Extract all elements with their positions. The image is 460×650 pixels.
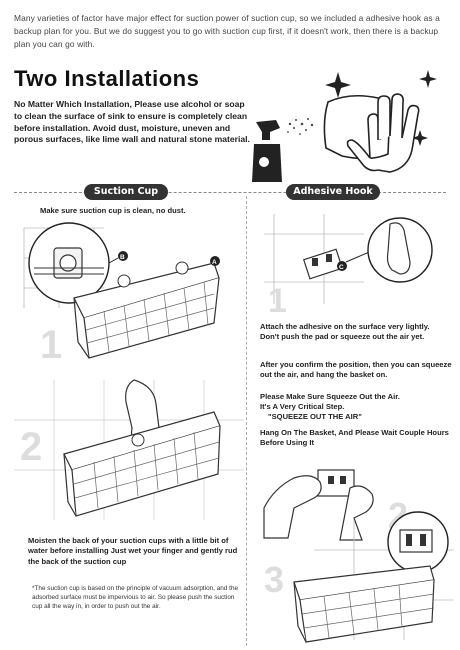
adhesive-step2-text: After you confirm the position, then you… bbox=[260, 360, 452, 380]
marker-a: A bbox=[212, 259, 217, 266]
intro-paragraph: Many varieties of factor have major effe… bbox=[14, 13, 440, 49]
marker-c-dot bbox=[337, 261, 347, 271]
sparkle-icon bbox=[412, 130, 428, 146]
adhesive-step3-illustration: 3 bbox=[264, 511, 454, 643]
adhesive-hook-label: Adhesive Hook bbox=[286, 184, 380, 200]
adhesive-step4-text: Hang On The Basket, And Please Wait Coup… bbox=[260, 428, 449, 448]
sparkle-icon bbox=[325, 72, 351, 98]
marker-c: C bbox=[339, 264, 344, 271]
suction-step-clean: Make sure suction cup is clean, no dust. bbox=[40, 206, 186, 215]
adhesive-step1-text: Attach the adhesive on the surface very … bbox=[260, 322, 430, 342]
cleaning-illustration bbox=[252, 70, 437, 182]
marker-a-dot bbox=[210, 256, 220, 266]
suction-cup-label: Suction Cup bbox=[84, 184, 168, 200]
step-number-2: 2 bbox=[20, 425, 42, 469]
suction-moisten-text: Moisten the back of your suction cups wi… bbox=[28, 536, 238, 566]
hand-icon bbox=[263, 475, 374, 541]
marker-b-dot bbox=[118, 251, 128, 261]
adhesive-step3-line3: "SQUEEZE OUT THE AIR" bbox=[268, 412, 362, 421]
marker-b: B bbox=[120, 254, 125, 261]
cleaning-note: No Matter Which Installation, Please use… bbox=[14, 99, 250, 145]
suction-step1-illustration: 1 B A bbox=[23, 222, 220, 367]
hand-icon bbox=[386, 222, 411, 275]
spray-bottle-icon bbox=[252, 120, 282, 182]
adhesive-step-number-1: 1 bbox=[268, 282, 287, 320]
step-number-1: 1 bbox=[40, 323, 62, 367]
adhesive-step-number-3: 3 bbox=[264, 559, 284, 600]
adhesive-step3-line1: Please Make Sure Squeeze Out the Air. bbox=[260, 392, 400, 401]
basket-icon bbox=[293, 565, 435, 643]
suction-footnote: *The suction cup is based on the princip… bbox=[32, 585, 239, 611]
vertical-divider bbox=[246, 196, 247, 646]
adhesive-step1-illustration: C 1 bbox=[264, 214, 433, 320]
suction-step2-illustration: 2 bbox=[14, 379, 244, 520]
sparkle-icon bbox=[419, 70, 437, 88]
page-title: Two Installations bbox=[14, 66, 200, 91]
section-divider bbox=[14, 192, 446, 193]
hand-icon bbox=[346, 93, 420, 173]
adhesive-step3-line2: It's A Very Critical Step. bbox=[260, 402, 345, 411]
